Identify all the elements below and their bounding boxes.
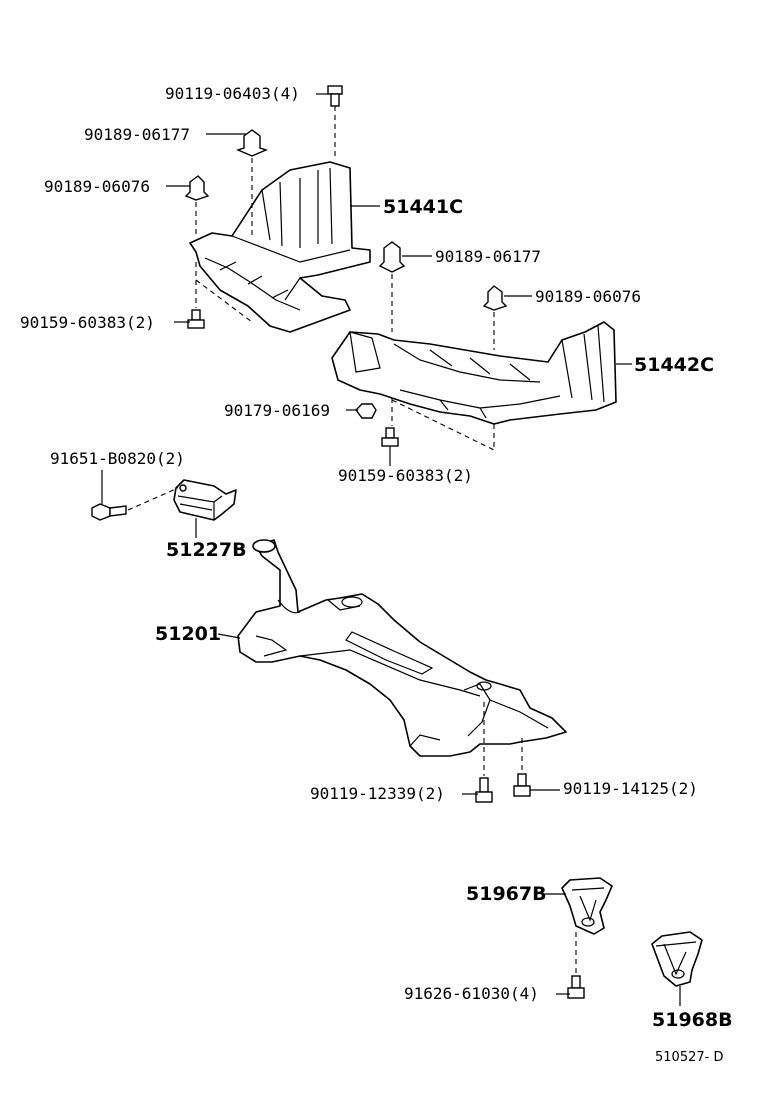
callout-90159-60383-b: 90159-60383(2)	[338, 466, 473, 485]
bolt-90119-14125	[513, 773, 531, 797]
shield-51442c	[331, 321, 617, 425]
bolt-90119-12339	[475, 777, 493, 803]
nut-90179-06169	[355, 403, 377, 419]
callout-90179-06169: 90179-06169	[224, 401, 330, 420]
callout-51227b: 51227B	[166, 539, 247, 561]
callout-91651-b0820: 91651-B0820(2)	[50, 449, 185, 468]
callout-90119-06403: 90119-06403(4)	[165, 84, 300, 103]
bolt-90159-60383-b	[381, 427, 399, 447]
leader-lines	[101, 93, 681, 1006]
bolt-90119-06403	[327, 85, 343, 107]
bolt-91651-b0820	[91, 503, 127, 521]
clip-90189-06177-b	[378, 241, 406, 273]
clip-90189-06177-a	[236, 129, 268, 157]
bracket-51968b	[651, 931, 703, 987]
callout-90189-06076-a: 90189-06076	[44, 177, 150, 196]
bracket-51227b	[173, 479, 237, 521]
clip-90189-06076-b	[482, 285, 508, 311]
bolt-90159-60383-a	[187, 309, 205, 329]
callout-51968b: 51968B	[652, 1009, 733, 1031]
bolt-91626-61030	[567, 975, 585, 999]
callout-51201: 51201	[155, 623, 221, 645]
assembly-lines	[127, 106, 577, 974]
callout-90189-06177-b: 90189-06177	[435, 247, 541, 266]
callout-90119-12339: 90119-12339(2)	[310, 784, 445, 803]
callout-90189-06076-b: 90189-06076	[535, 287, 641, 306]
callout-90119-14125: 90119-14125(2)	[563, 779, 698, 798]
callout-51441c: 51441C	[383, 196, 463, 218]
crossmember-51201	[237, 539, 567, 757]
diagram-code: 510527- D	[655, 1050, 723, 1065]
clip-90189-06076-a	[184, 175, 210, 201]
callout-91626-61030: 91626-61030(4)	[404, 984, 539, 1003]
callout-51442c: 51442C	[634, 354, 714, 376]
callout-90189-06177-a: 90189-06177	[84, 125, 190, 144]
callout-51967b: 51967B	[466, 883, 547, 905]
callout-90159-60383-a: 90159-60383(2)	[20, 313, 155, 332]
shield-51441c	[189, 161, 371, 333]
bracket-51967b	[561, 877, 613, 935]
